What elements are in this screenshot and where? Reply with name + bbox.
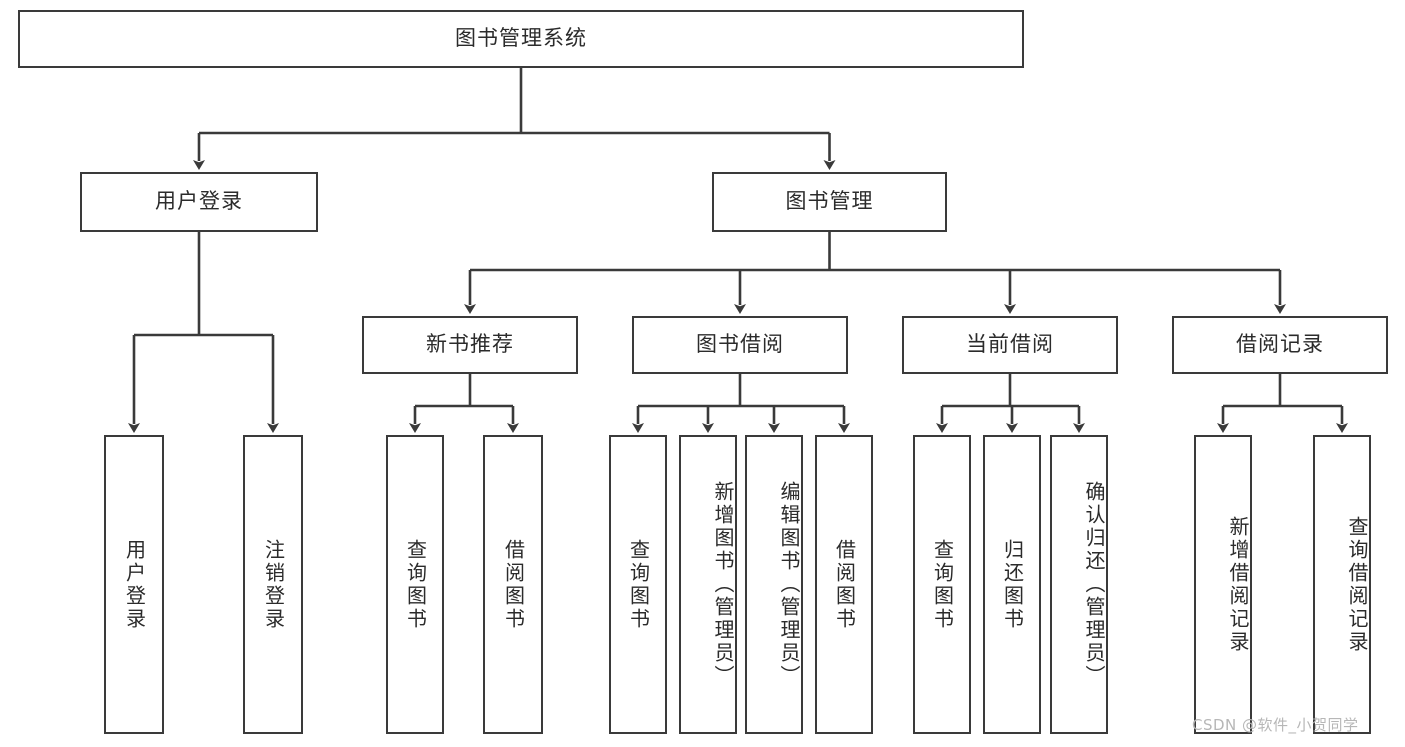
- node-book-manage[interactable]: 图书管理: [712, 172, 947, 232]
- node-label: 图书管理: [785, 189, 874, 214]
- node-leaf-return-book[interactable]: 归还图书: [983, 435, 1041, 734]
- node-leaf-user-login[interactable]: 用户登录: [104, 435, 164, 734]
- node-label: 编辑图书（管理员）: [777, 481, 801, 688]
- node-label: 图书管理系统: [455, 26, 587, 51]
- node-label: 用户登录: [122, 538, 147, 631]
- node-user-login[interactable]: 用户登录: [80, 172, 318, 232]
- node-label: 新书推荐: [426, 332, 514, 357]
- node-label: 查询借阅记录: [1345, 515, 1369, 654]
- node-borrow-record[interactable]: 借阅记录: [1172, 316, 1388, 374]
- node-leaf-borrow-book-rec[interactable]: 借阅图书: [483, 435, 543, 734]
- node-label: 查询图书: [403, 538, 428, 631]
- node-label: 用户登录: [155, 189, 243, 214]
- node-label: 当前借阅: [966, 332, 1054, 357]
- node-leaf-edit-book[interactable]: 编辑图书（管理员）: [745, 435, 803, 734]
- node-leaf-query-book-borrow[interactable]: 查询图书: [609, 435, 667, 734]
- node-label: 借阅图书: [832, 538, 857, 631]
- node-leaf-borrow-book[interactable]: 借阅图书: [815, 435, 873, 734]
- node-leaf-add-book[interactable]: 新增图书（管理员）: [679, 435, 737, 734]
- node-leaf-add-borrow-record[interactable]: 新增借阅记录: [1194, 435, 1252, 734]
- node-label: 新增图书（管理员）: [711, 481, 735, 688]
- node-leaf-query-book-current[interactable]: 查询图书: [913, 435, 971, 734]
- node-label: 查询图书: [930, 538, 955, 631]
- node-new-book-rec[interactable]: 新书推荐: [362, 316, 578, 374]
- node-label: 图书借阅: [696, 332, 784, 357]
- node-leaf-confirm-return[interactable]: 确认归还（管理员）: [1050, 435, 1108, 734]
- node-leaf-query-book-rec[interactable]: 查询图书: [386, 435, 444, 734]
- node-label: 归还图书: [1000, 538, 1025, 631]
- node-book-borrow[interactable]: 图书借阅: [632, 316, 848, 374]
- node-label: 注销登录: [261, 538, 286, 631]
- node-label: 借阅图书: [501, 538, 526, 631]
- node-leaf-query-borrow-record[interactable]: 查询借阅记录: [1313, 435, 1371, 734]
- node-leaf-user-logout[interactable]: 注销登录: [243, 435, 303, 734]
- node-label: 新增借阅记录: [1226, 515, 1250, 654]
- node-label: 确认归还（管理员）: [1082, 481, 1106, 688]
- node-label: 查询图书: [626, 538, 651, 631]
- node-current-borrow[interactable]: 当前借阅: [902, 316, 1118, 374]
- node-root[interactable]: 图书管理系统: [18, 10, 1024, 68]
- node-label: 借阅记录: [1236, 332, 1324, 357]
